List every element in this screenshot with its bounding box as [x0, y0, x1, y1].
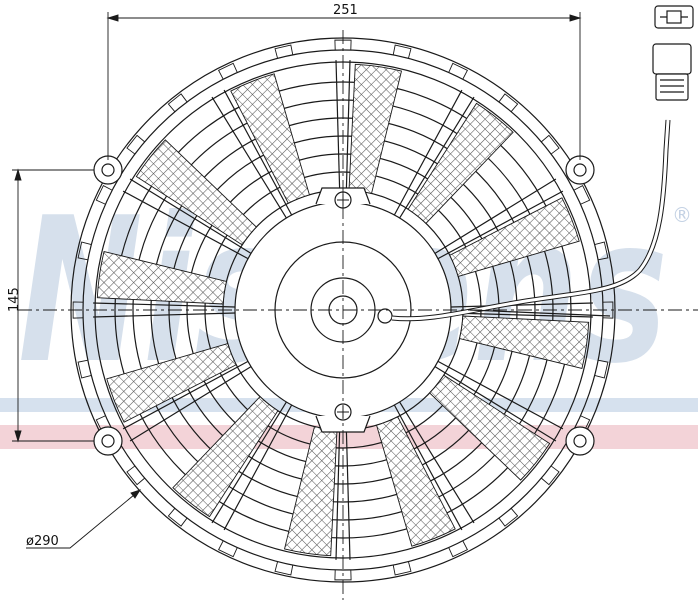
grille-mesh-sector: [429, 374, 551, 481]
connector-plug-icon: [652, 5, 694, 101]
shroud-tab: [594, 359, 609, 379]
shroud-tab: [274, 561, 294, 576]
watermark-registered-mark: ®: [672, 203, 692, 227]
dim-diameter-label: ø290: [26, 534, 59, 549]
cable-grommet: [377, 308, 393, 324]
grille-spoke: [223, 404, 293, 531]
grille-spoke: [93, 312, 236, 318]
shroud-tab: [392, 44, 412, 59]
grille-spoke: [393, 404, 463, 531]
shroud-tab: [498, 508, 519, 527]
grille-spoke: [335, 417, 341, 560]
grille-spoke: [335, 60, 341, 203]
grille-spoke: [450, 302, 593, 308]
shroud-tab: [594, 241, 609, 261]
shroud-tab: [541, 134, 560, 155]
center-lines: [18, 30, 698, 600]
shroud-tab: [498, 93, 519, 112]
mounting-hole-icon: [565, 155, 595, 185]
grille-spoke: [129, 366, 252, 442]
shroud-tab: [334, 569, 352, 581]
grille-mesh-sector: [172, 396, 279, 518]
shroud-tab: [77, 359, 92, 379]
grille-spoke: [450, 312, 593, 318]
dim-height-label: 145: [7, 287, 22, 312]
grille-spoke: [129, 178, 252, 254]
grille-mesh-sector: [407, 102, 514, 224]
grille-spoke: [122, 360, 249, 430]
grille-spoke: [434, 366, 557, 442]
grille-spoke: [345, 417, 351, 560]
shroud-tab: [217, 540, 238, 558]
shroud-tab: [95, 184, 113, 205]
wire-sleeve-to-rim: [469, 309, 611, 317]
shroud-tab: [167, 93, 188, 112]
grille-mesh-sectors: [96, 63, 590, 557]
grille-spoke: [93, 302, 236, 308]
grille-spoke: [437, 360, 564, 430]
shroud-tab: [167, 508, 188, 527]
grille-mesh-sector: [96, 250, 227, 305]
grille-mesh-sector: [230, 73, 310, 204]
shroud-tab: [392, 561, 412, 576]
dim-diameter-leader: [26, 489, 141, 549]
grille-spoke: [399, 401, 475, 524]
mounting-hole-icon: [93, 155, 123, 185]
grille-spoke: [345, 60, 351, 203]
grille-mesh-sector: [106, 343, 237, 423]
grille-spoke: [399, 96, 475, 219]
grille-spoke: [122, 190, 249, 260]
dim-width-label: 251: [333, 3, 358, 18]
mounting-hole-icon: [565, 426, 595, 456]
grille-mesh-sector: [376, 416, 456, 547]
grille-spoke: [434, 178, 557, 254]
shroud-tab: [573, 184, 591, 205]
grille-spoke: [211, 401, 287, 524]
grille-spoke: [211, 96, 287, 219]
shroud-tab: [448, 540, 469, 558]
grille-mesh-sector: [459, 315, 590, 370]
shroud-tab: [126, 134, 145, 155]
grille-mesh-sector: [449, 197, 580, 277]
mounting-hole-icon: [93, 426, 123, 456]
shroud-tab: [541, 465, 560, 486]
shroud-tab: [77, 241, 92, 261]
shroud-tab: [448, 62, 469, 80]
grille-spokes: [93, 60, 593, 560]
grille-spoke: [437, 190, 564, 260]
grille-spoke: [393, 89, 463, 216]
shroud-tab: [274, 44, 294, 59]
dimension-lines: [12, 12, 582, 549]
grille-mesh-sector: [135, 139, 257, 246]
grille-spoke: [223, 89, 293, 216]
shroud-tab: [126, 465, 145, 486]
shroud-tab: [217, 62, 238, 80]
